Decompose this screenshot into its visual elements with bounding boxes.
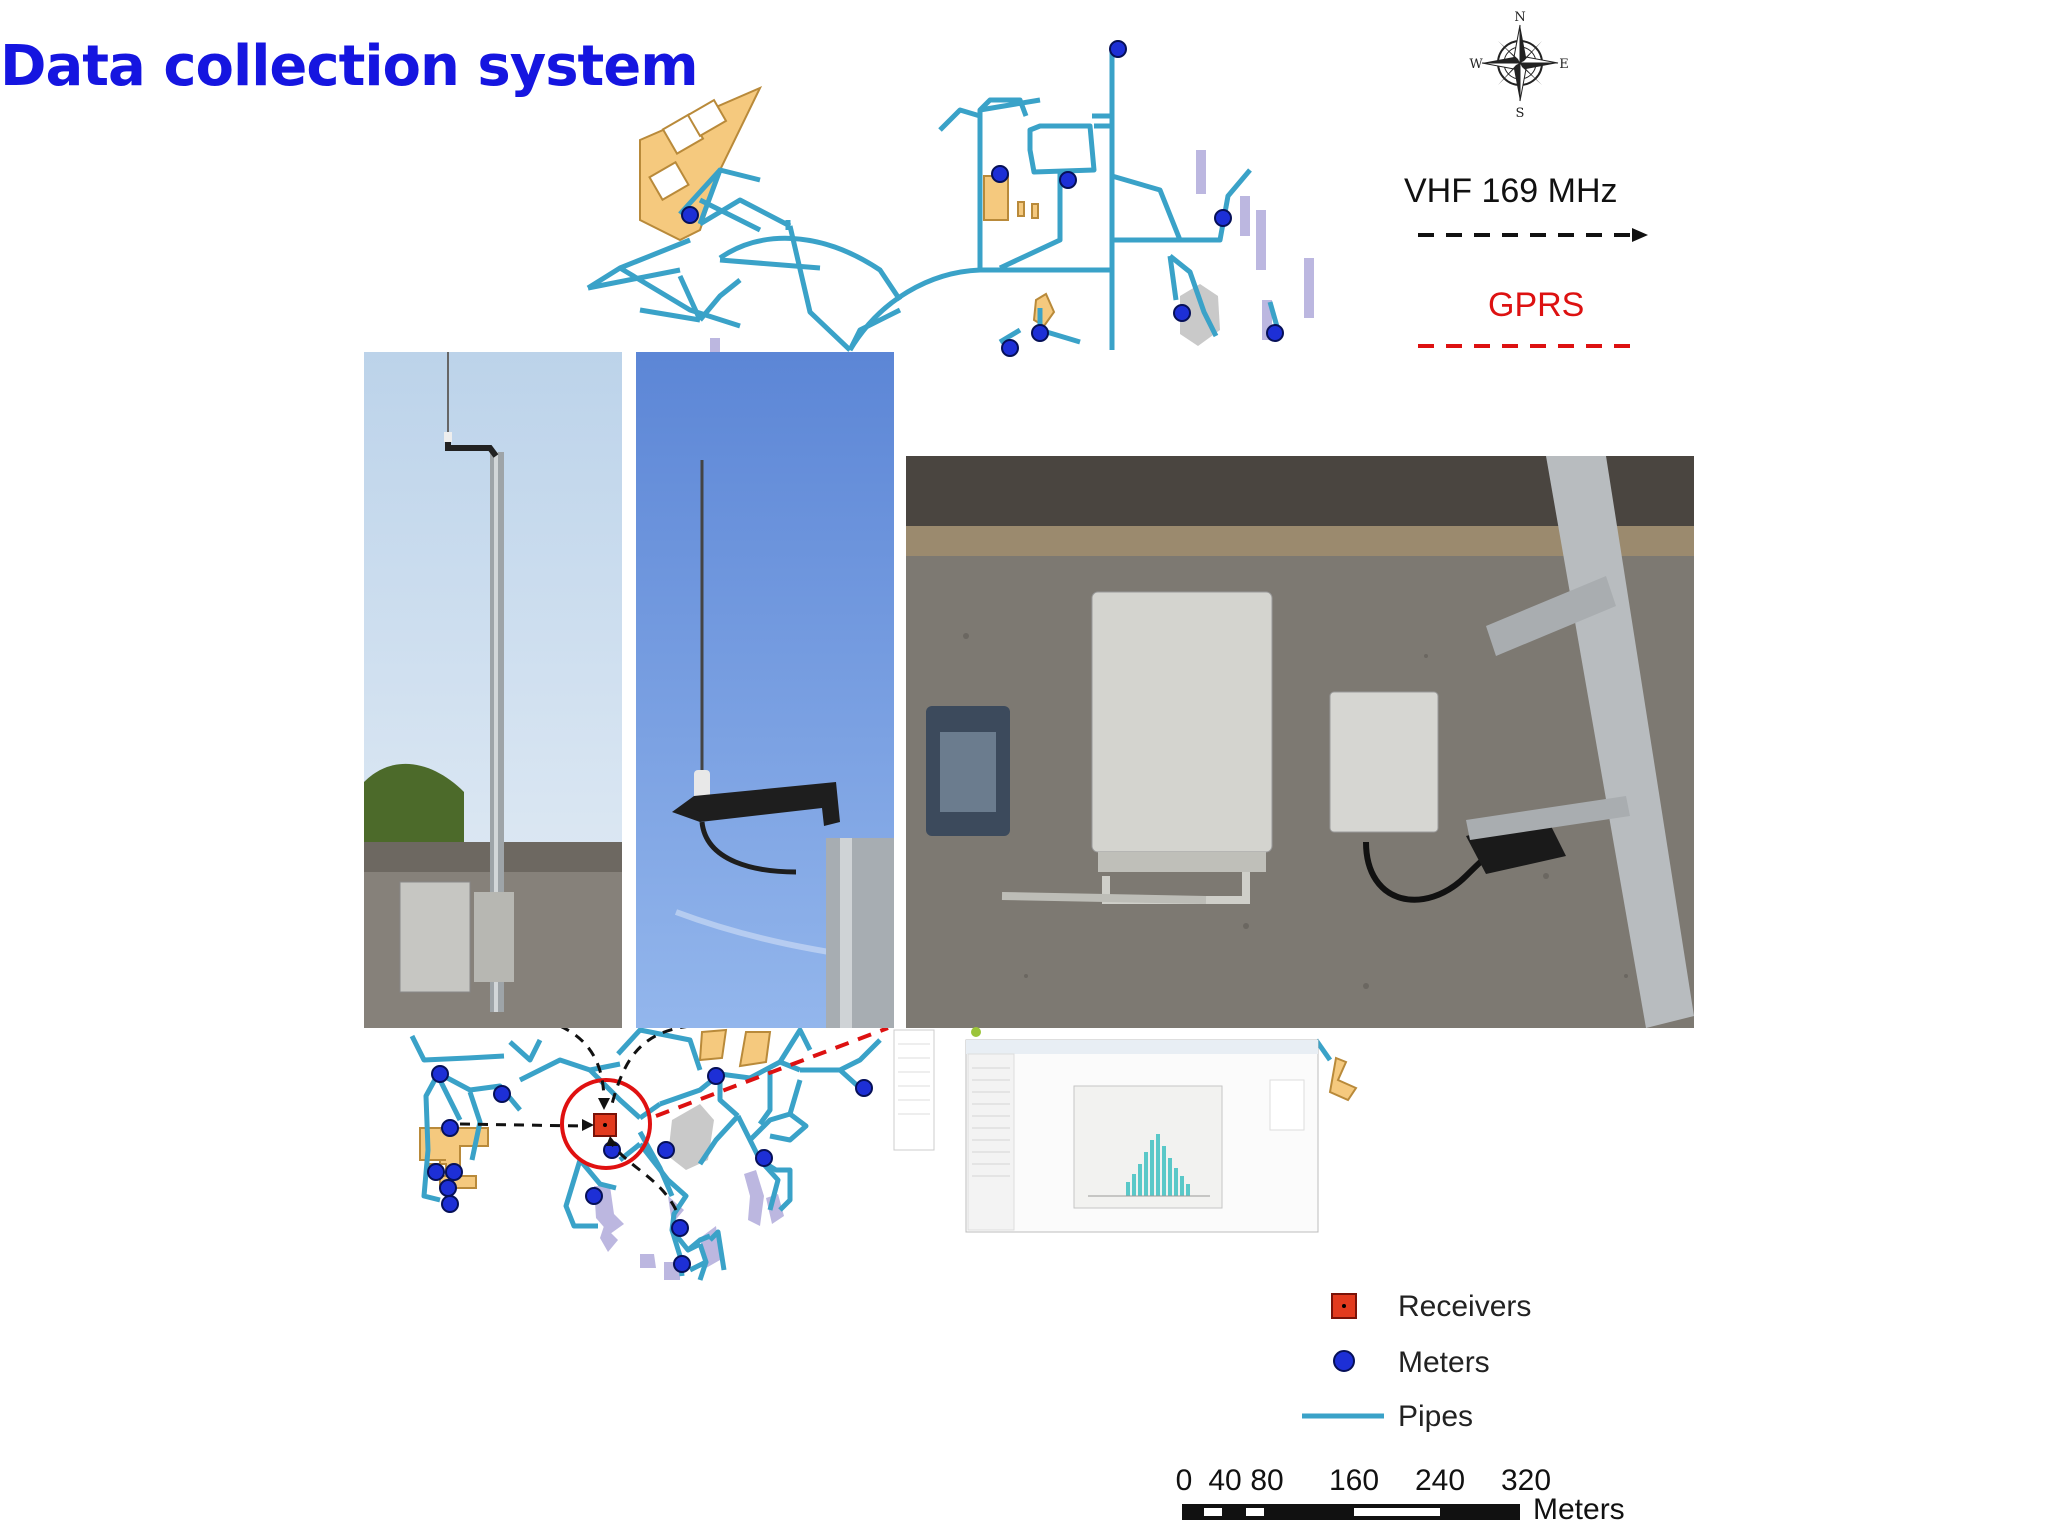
compass-w: W: [1469, 57, 1483, 72]
building: [1196, 150, 1206, 194]
software-window-screenshot: [893, 1027, 1319, 1233]
building: [640, 1254, 656, 1268]
meters-top: [681, 40, 1284, 357]
meter: [431, 1065, 449, 1083]
meter: [1214, 209, 1232, 227]
building: [1180, 284, 1220, 346]
building: [648, 160, 690, 202]
building: [1262, 300, 1272, 340]
building: [983, 175, 1009, 221]
building: [668, 1104, 714, 1170]
vhf-arrowheads: [582, 1098, 618, 1146]
building: [639, 86, 763, 242]
vhf-legend-line: [1418, 228, 1648, 242]
meter: [585, 1187, 603, 1205]
scale-tick-40: 40: [1208, 1464, 1242, 1497]
page-title: Data collection system: [0, 34, 699, 99]
building: [738, 1031, 772, 1068]
scale-unit-label: Meters: [1533, 1493, 1625, 1526]
compass-n: N: [1514, 10, 1525, 25]
building: [698, 1028, 728, 1062]
meter: [427, 1163, 445, 1181]
scale-tick-160: 160: [1328, 1464, 1380, 1497]
legend-pipes-label: Pipes: [1398, 1400, 1474, 1433]
building: [1256, 210, 1266, 270]
legend-receivers-label: Receivers: [1398, 1290, 1532, 1323]
gprs-legend-line: [1418, 344, 1636, 348]
building: [1032, 292, 1056, 328]
vhf-legend-label: VHF 169 MHz: [1404, 172, 1618, 210]
scale-tick-320: 320: [1500, 1464, 1552, 1497]
scale-tick-240: 240: [1414, 1464, 1466, 1497]
photo-antenna-mast: [364, 352, 622, 1028]
meter: [673, 1255, 691, 1273]
meter: [671, 1219, 689, 1237]
meter: [1031, 324, 1049, 342]
gprs-legend-label: GPRS: [1488, 286, 1585, 324]
meter: [445, 1163, 463, 1181]
meter: [1109, 40, 1127, 58]
vhf-links: [459, 1024, 691, 1211]
building: [686, 98, 728, 138]
legend-meters-label: Meters: [1398, 1346, 1490, 1379]
compass-s: S: [1516, 106, 1525, 118]
building: [1017, 201, 1025, 217]
building: [1328, 1056, 1358, 1102]
meter: [441, 1119, 459, 1137]
compass-e: E: [1559, 57, 1569, 72]
meter: [991, 165, 1009, 183]
pipes-top: [586, 50, 1281, 352]
meter: [855, 1079, 873, 1097]
building: [744, 1170, 764, 1226]
scale-bar: [1182, 1504, 1520, 1520]
meter: [1001, 339, 1019, 357]
building: [1240, 196, 1250, 236]
meter: [755, 1149, 773, 1167]
meter: [681, 206, 699, 224]
building: [710, 338, 720, 352]
meters-bottom: [427, 1065, 873, 1273]
meter: [1059, 171, 1077, 189]
buildings-top: [639, 86, 1314, 352]
meter: [707, 1067, 725, 1085]
photo-antenna-sky: [636, 352, 894, 1028]
compass-rose-icon: N S E W: [1469, 10, 1569, 118]
photo-receiver-enclosures: [906, 456, 1694, 1028]
meter: [441, 1195, 459, 1213]
meter: [657, 1141, 675, 1159]
meter: [493, 1085, 511, 1103]
meter: [439, 1179, 457, 1197]
gprs-link: [655, 1026, 889, 1118]
building: [600, 1226, 618, 1252]
scale-tick-80: 80: [1250, 1464, 1284, 1497]
histogram-chart-icon: [1126, 1134, 1190, 1196]
receiver: [560, 1078, 652, 1170]
building: [1304, 258, 1314, 318]
scale-tick-0: 0: [1175, 1464, 1193, 1497]
building: [1031, 203, 1039, 219]
meter: [1266, 324, 1284, 342]
building: [439, 1127, 489, 1189]
meter: [1173, 304, 1191, 322]
map-legend-symbols: [1302, 1293, 1384, 1419]
